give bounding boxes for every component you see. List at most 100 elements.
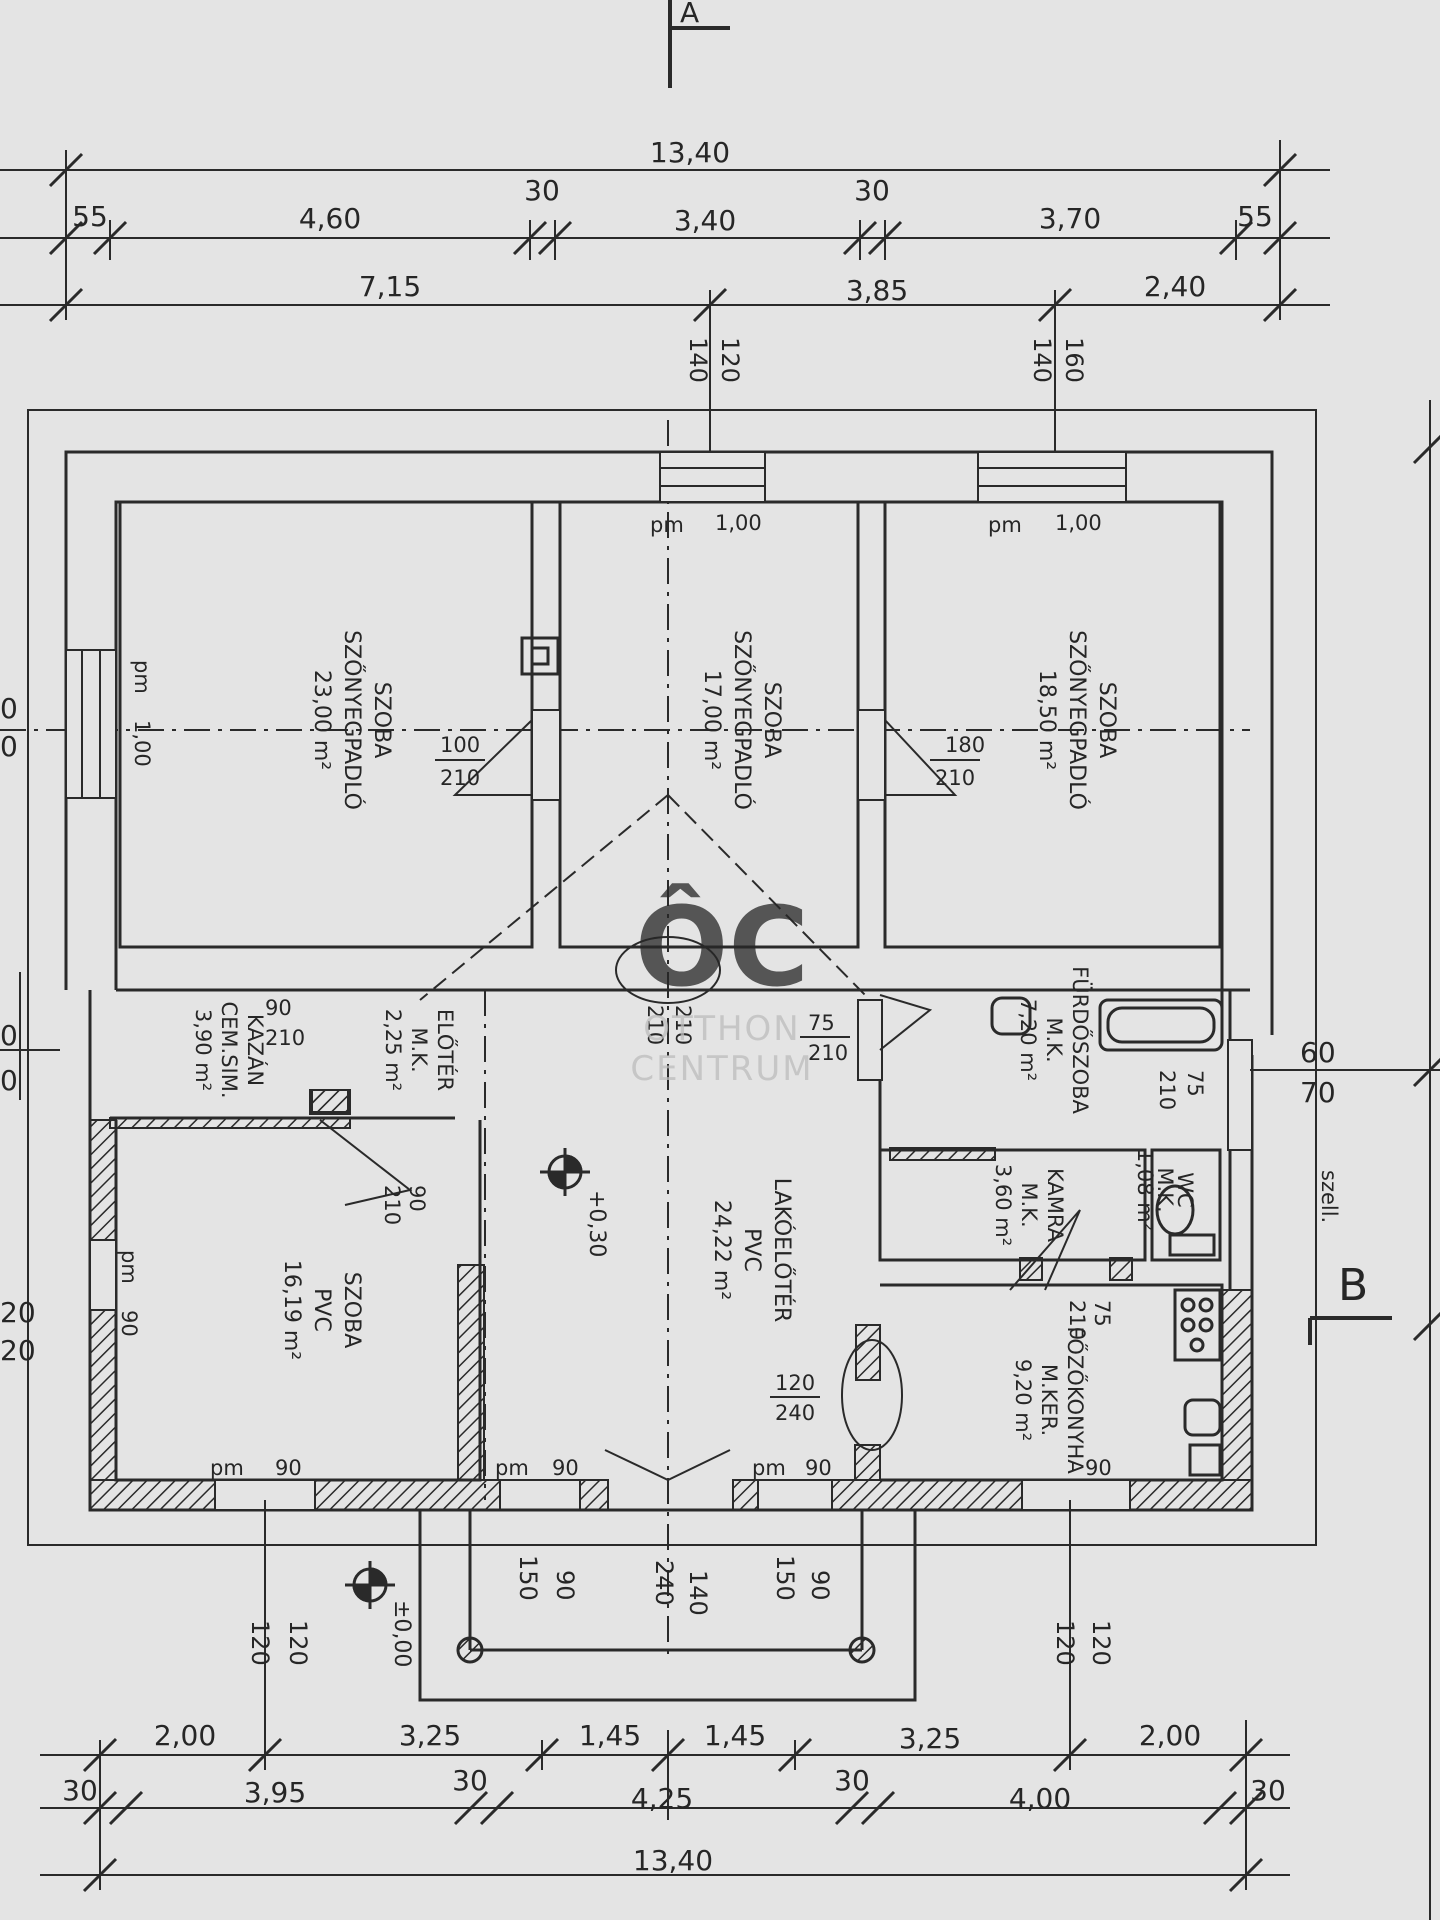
window-label-pm: pm <box>117 1250 141 1284</box>
svg-text:1,08 m²: 1,08 m² <box>1133 1149 1157 1231</box>
svg-text:LAKÓELŐTÉR: LAKÓELŐTÉR <box>769 1178 795 1322</box>
door-label-height: 210 <box>440 766 480 790</box>
pair-dim-9: 120 <box>1051 1620 1079 1666</box>
window-label-width: 90 <box>275 1456 302 1480</box>
room-kamra: KAMRA M.K. 3,60 m² <box>991 1164 1067 1246</box>
window-label-width: 90 <box>1085 1456 1112 1480</box>
section-marker-a <box>668 0 730 88</box>
washbasin-icon <box>990 996 1032 1036</box>
side-dim-left-6: 20 <box>0 1334 36 1367</box>
bottom-dim-9: 30 <box>452 1764 488 1797</box>
top-total-dim: 13,40 <box>650 136 730 169</box>
svg-text:CEM.SIM.: CEM.SIM. <box>217 1001 241 1098</box>
room-kazan: KAZÁN CEM.SIM. 3,90 m² <box>191 1001 268 1098</box>
door-label-width: 120 <box>775 1371 815 1395</box>
pair-dim-6: 140 <box>684 1570 712 1616</box>
top-dim-7: 55 <box>1237 200 1273 233</box>
svg-text:7,20 m²: 7,20 m² <box>1016 999 1040 1081</box>
level-marker-icon <box>345 1561 395 1609</box>
svg-text:SZOBA: SZOBA <box>759 682 784 759</box>
bottom-dim-13: 30 <box>1250 1774 1286 1807</box>
top-dim-6: 3,70 <box>1039 202 1101 235</box>
door-label-width: 75 <box>808 1011 835 1035</box>
bottom-dim-6: 2,00 <box>1139 1719 1201 1752</box>
room-szoba-2: SZOBA SZŐNYEGPADLÓ 17,00 m² <box>699 630 784 810</box>
svg-text:M.KER.: M.KER. <box>1037 1364 1061 1436</box>
svg-text:KAZÁN: KAZÁN <box>243 1014 268 1086</box>
room-szoba-1: SZOBA SZŐNYEGPADLÓ 23,00 m² <box>309 630 394 810</box>
pair-dim-10: 120 <box>1087 1620 1115 1666</box>
watermark-line2: CENTRUM <box>630 1049 813 1089</box>
door-label-height: 210 <box>935 766 975 790</box>
side-dim-left-3: 0 <box>0 1019 18 1052</box>
door-label-width: 75 <box>1090 1300 1114 1327</box>
pair-dim-1: 120 <box>246 1620 274 1666</box>
svg-text:WC: WC <box>1173 1172 1197 1207</box>
bottom-dim-8: 3,95 <box>244 1776 306 1809</box>
window-label-width: 90 <box>117 1310 141 1337</box>
pair-dim-8: 90 <box>806 1570 834 1601</box>
side-dim-right-2: 70 <box>1300 1076 1336 1109</box>
side-dim-left-4: 0 <box>0 1064 18 1097</box>
side-dimension-lines <box>0 400 1440 1920</box>
svg-text:SZOBA: SZOBA <box>369 682 394 759</box>
door-label-width: 75 <box>1183 1070 1207 1097</box>
watermark-logo: ÔC <box>635 883 809 1011</box>
window-label-width: 90 <box>805 1456 832 1480</box>
svg-text:2,25 m²: 2,25 m² <box>381 1009 405 1091</box>
bottom-dim-11: 30 <box>834 1764 870 1797</box>
level-bottom: ±0,00 <box>389 1600 414 1667</box>
sink-icon <box>1183 1398 1222 1477</box>
svg-text:M.K.: M.K. <box>1017 1182 1041 1227</box>
pair-dim-3: 150 <box>514 1555 542 1601</box>
watermark: ÔC OTTHON CENTRUM <box>630 883 813 1089</box>
svg-text:3,60 m²: 3,60 m² <box>991 1164 1015 1246</box>
window-label-pm: pm <box>495 1456 529 1480</box>
svg-text:FÜRDŐSZOBA: FÜRDŐSZOBA <box>1068 966 1093 1114</box>
door-label-width: 100 <box>440 733 480 757</box>
bottom-dim-12: 4,00 <box>1009 1782 1071 1815</box>
window-label-pm: pm <box>650 513 684 537</box>
window-dim-a1: 140 <box>684 337 712 383</box>
window-label-pm: pm <box>130 660 154 694</box>
door-label-height: 210 <box>1155 1070 1179 1110</box>
section-label-b: B <box>1338 1260 1368 1311</box>
svg-text:9,20 m²: 9,20 m² <box>1011 1359 1035 1441</box>
vent-label: szell. <box>1317 1170 1341 1223</box>
top-dimension-lines <box>0 140 1330 500</box>
room-szoba-4: SZOBA PVC 16,19 m² <box>279 1260 364 1360</box>
svg-text:24,22 m²: 24,22 m² <box>709 1200 734 1300</box>
room-fozokonyha: FŐZŐKONYHA M.KER. 9,20 m² <box>1011 1326 1088 1474</box>
stove-icon <box>1173 1288 1222 1362</box>
hatched-walls <box>89 1089 1253 1511</box>
window-label-width: 1,00 <box>130 720 154 767</box>
svg-text:SZŐNYEGPADLÓ: SZŐNYEGPADLÓ <box>339 630 365 810</box>
room-szoba-3: SZOBA SZŐNYEGPADLÓ 18,50 m² <box>1034 630 1119 810</box>
door-label-height: 210 <box>265 1026 305 1050</box>
door-swings <box>319 719 1081 1482</box>
bottom-dim-4: 1,45 <box>704 1719 766 1752</box>
side-dim-left-1: 0 <box>0 692 18 725</box>
top-dim-1: 55 <box>72 200 108 233</box>
door-label-height: 210 <box>1065 1300 1089 1340</box>
window-dim-b2: 160 <box>1060 337 1088 383</box>
door-label-height: 210 <box>380 1185 404 1225</box>
bottom-dim-7: 30 <box>62 1774 98 1807</box>
window-label-width: 1,00 <box>715 511 762 535</box>
top-dim-2: 4,60 <box>299 202 361 235</box>
svg-text:M.K.: M.K. <box>1153 1167 1177 1212</box>
door-label-width: 210 <box>643 1005 667 1045</box>
window-dim-b1: 140 <box>1028 337 1056 383</box>
door-label-height: 210 <box>671 1005 695 1045</box>
bathtub-icon <box>1098 998 1224 1052</box>
window-label-pm: pm <box>752 1456 786 1480</box>
svg-text:23,00 m²: 23,00 m² <box>309 670 334 770</box>
svg-text:PVC: PVC <box>309 1288 334 1332</box>
room-wc: WC M.K. 1,08 m² <box>1133 1149 1197 1231</box>
side-dim-right-1: 60 <box>1300 1036 1336 1069</box>
svg-text:17,00 m²: 17,00 m² <box>699 670 724 770</box>
pair-dim-7: 150 <box>771 1555 799 1601</box>
level-marker-icon <box>540 1148 590 1196</box>
watermark-line1: OTTHON <box>643 1009 800 1049</box>
